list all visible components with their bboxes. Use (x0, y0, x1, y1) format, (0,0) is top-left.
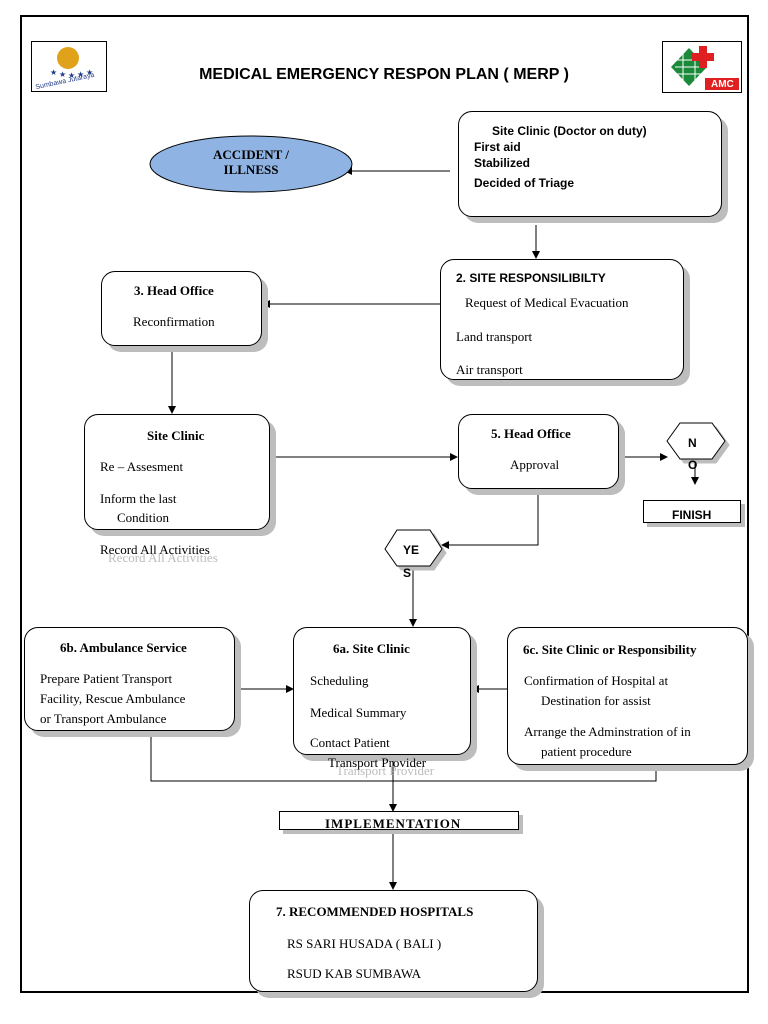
site-clinic-mid-title: Site Clinic (147, 428, 205, 443)
head-office-5-box (458, 414, 619, 489)
svg-text:★: ★ (50, 68, 57, 77)
site-responsibility-box (440, 259, 684, 380)
first-aid-text: First aid (474, 140, 521, 154)
hospital-sari-husada: RS SARI HUSADA ( BALI ) (287, 936, 442, 951)
ambulance-title: 6b. Ambulance Service (60, 640, 187, 655)
hospital-rsud-sumbawa: RSUD KAB SUMBAWA (287, 966, 422, 981)
site-responsibility-title: 2. SITE RESPONSILIBILTY (456, 271, 606, 285)
triage-text: Decided of Triage (474, 176, 575, 190)
merge-line (150, 733, 657, 782)
site-clinic-doctor-title: Site Clinic (Doctor on duty) (492, 124, 647, 138)
no-hexagon (666, 422, 726, 460)
hospitals-title: 7. RECOMMENDED HOSPITALS (276, 904, 474, 919)
no-label-o: O (688, 458, 698, 472)
ambulance-line2: Facility, Rescue Ambulance (40, 691, 186, 706)
medical-evacuation-text: Request of Medical Evacuation (465, 295, 629, 310)
arrange-line2: patient procedure (541, 744, 632, 759)
implementation-text: IMPLEMENTATION (325, 816, 462, 830)
head-office-3-title: 3. Head Office (134, 283, 214, 298)
accident-line1: ACCIDENT / (213, 147, 289, 162)
svg-text:★: ★ (68, 71, 75, 80)
svg-text:★: ★ (86, 68, 93, 77)
confirmation-line1: Confirmation of Hospital at (524, 673, 669, 688)
scheduling-text: Scheduling (310, 673, 369, 688)
sumbawa-jutaraya-logo: ★★★★★ Sumbawa Jutaraya (31, 41, 107, 92)
ambulance-line1: Prepare Patient Transport (40, 671, 173, 686)
ambulance-service-box (24, 627, 235, 731)
svg-text:★: ★ (59, 70, 66, 79)
yes-label-ye: YE (403, 543, 420, 557)
air-transport-text: Air transport (456, 362, 523, 377)
svg-text:★: ★ (77, 70, 84, 79)
page-frame (20, 15, 749, 993)
amc-logo: AMC (662, 41, 742, 93)
hospitals-box (249, 890, 538, 992)
arrow-approval-to-yes (441, 490, 539, 549)
arrange-line1: Arrange the Adminstration of in (524, 724, 691, 739)
head-office-5-title: 5. Head Office (491, 426, 571, 441)
finish-text: FINISH (672, 508, 712, 522)
right-logo-text: AMC (711, 79, 734, 90)
contact-patient-text: Contact Patient (310, 735, 390, 750)
record-activities-shadow: Record All Activities (108, 550, 218, 565)
land-transport-text: Land transport (456, 329, 533, 344)
approval-text: Approval (510, 457, 560, 472)
no-label-n: N (688, 436, 697, 450)
record-activities-text: Record All Activities (100, 542, 210, 557)
transport-provider-text: Transport Provider (328, 755, 427, 770)
clinic-6a-title: 6a. Site Clinic (333, 641, 410, 656)
page-title: MEDICAL EMERGENCY RESPON PLAN ( MERP ) (199, 66, 569, 83)
implementation-box: IMPLEMENTATION (279, 811, 519, 830)
clinic-6c-box (507, 627, 748, 765)
site-clinic-doctor-box (458, 111, 722, 217)
finish-box (643, 500, 741, 523)
head-office-3-box (101, 271, 262, 346)
reassesment-text: Re – Assesment (100, 459, 184, 474)
yes-hexagon (384, 529, 443, 567)
transport-provider-shadow: Transport Provider (336, 763, 435, 778)
yes-label-s: S (403, 566, 412, 580)
accident-ellipse-shape (149, 135, 353, 193)
clinic-6c-title: 6c. Site Clinic or Responsibility (523, 642, 697, 657)
inform-text: Inform the last (100, 491, 177, 506)
ambulance-line3: or Transport Ambulance (40, 711, 167, 726)
reconfirmation-text: Reconfirmation (133, 314, 215, 329)
site-clinic-mid-box (84, 414, 270, 530)
accident-line2: ILLNESS (223, 162, 279, 177)
stabilized-text: Stabilized (474, 156, 531, 170)
condition-text: Condition (117, 510, 170, 525)
accident-label: ACCIDENT / ILLNESS (150, 147, 352, 177)
medical-summary-text: Medical Summary (310, 705, 407, 720)
clinic-6a-box (293, 627, 471, 755)
confirmation-line2: Destination for assist (541, 693, 651, 708)
